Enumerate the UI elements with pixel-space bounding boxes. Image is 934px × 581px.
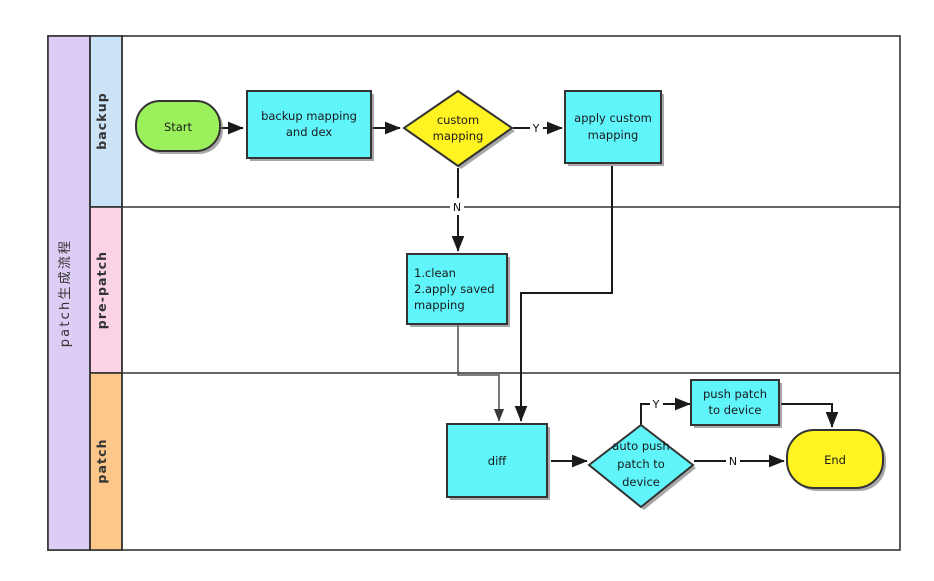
node-push-patch-line2: to device [709,403,762,417]
node-clean-apply-saved-mapping[interactable]: 1.clean 2.apply saved mapping [406,253,510,327]
node-start[interactable]: Start [135,100,223,154]
node-apply-custom-line2: mapping [588,128,639,142]
node-push-patch-to-device[interactable]: push patch to device [690,379,782,428]
node-auto-push-line1: auto push [612,439,669,453]
edge-label-auto-push-no: N [729,455,737,468]
node-diff-label: diff [488,454,507,468]
lane-label-backup: backup [94,92,109,150]
node-auto-push-line2: patch to [617,457,665,471]
node-backup-mapping-line1: backup mapping [261,109,357,123]
pool-header [47,35,91,551]
edge-label-custom-mapping-yes: Y [532,122,540,135]
edge-clean-apply-to-diff [457,325,505,422]
node-diff-shape[interactable] [446,423,548,498]
node-start-label: Start [164,120,193,134]
edge-auto-push-yes-to-push-patch [640,397,691,425]
pool-title: patch生成流程 [58,239,73,348]
edge-push-patch-to-end [781,403,839,428]
edge-label-auto-push-yes: Y [652,398,660,411]
node-end[interactable]: End [786,429,886,491]
node-auto-push-line3: device [622,475,660,489]
node-apply-custom-line1: apply custom [574,111,652,125]
node-custom-mapping-shape[interactable] [402,89,514,168]
node-start-shape[interactable] [135,100,221,152]
edge-label-layer: Y N Y N [450,120,740,469]
node-clean-apply-line3: mapping [414,298,465,312]
node-custom-mapping[interactable]: custom mapping [402,89,515,169]
edge-label-bg-custom-yes [530,120,543,136]
lane-label-pre-patch: pre-patch [94,251,109,329]
node-clean-apply-line2: 2.apply saved [414,282,495,296]
edge-label-bg-autopush-yes [650,396,663,412]
node-push-patch-line1: push patch [703,387,767,401]
lane-header-patch [89,372,123,551]
node-auto-push-patch-to-device[interactable]: auto push patch to device [587,423,696,510]
node-diff[interactable]: diff [446,423,550,500]
node-apply-custom-shape[interactable] [564,90,662,164]
node-clean-apply-shape[interactable] [406,253,508,325]
node-custom-mapping-line1: custom [437,113,479,127]
edge-label-bg-autopush-no [726,453,740,469]
node-clean-apply-line1: 1.clean [414,266,456,280]
node-custom-mapping-line2: mapping [433,129,484,143]
node-backup-mapping-line2: and dex [286,125,332,139]
lane-label-patch: patch [94,438,109,483]
edge-label-bg-custom-no [450,198,464,215]
edge-apply-custom-to-diff [514,166,613,422]
node-push-patch-shape[interactable] [690,379,780,426]
node-auto-push-shape[interactable] [587,423,695,509]
node-end-shape[interactable] [786,429,884,489]
node-backup-mapping-shape[interactable] [246,90,372,159]
node-backup-mapping-and-dex[interactable]: backup mapping and dex [246,90,374,161]
edge-label-custom-mapping-no: N [453,201,461,214]
node-end-label: End [824,453,846,467]
node-apply-custom-mapping[interactable]: apply custom mapping [564,90,664,166]
